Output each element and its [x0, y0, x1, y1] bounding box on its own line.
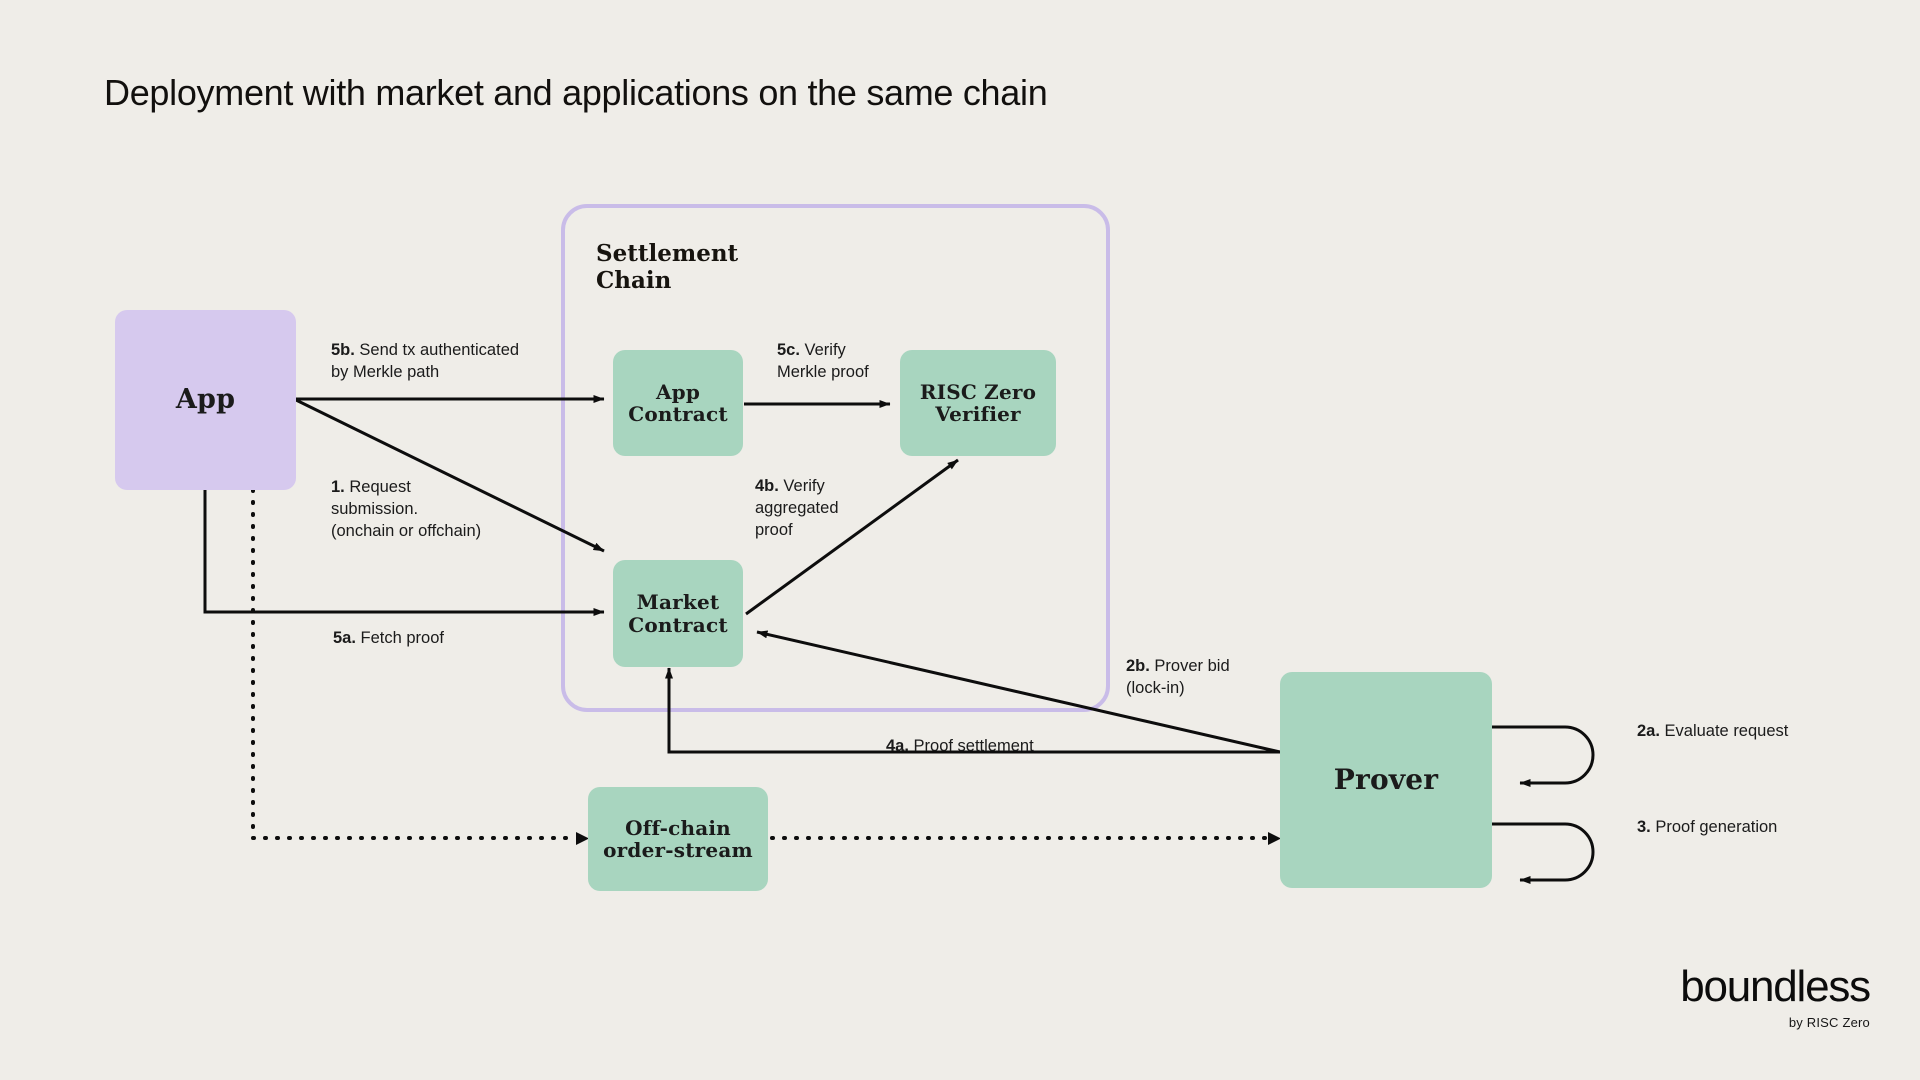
node-risc-zero-verifier[interactable]: RISC Zero Verifier [900, 350, 1056, 456]
node-prover[interactable]: Prover [1280, 672, 1492, 888]
edge-label-5c-step: 5c. [777, 341, 800, 359]
brand-tagline: by RISC Zero [1788, 1015, 1870, 1030]
settlement-chain-label: Settlement Chain [596, 240, 739, 295]
edge-label-4a-text: Proof settlement [908, 737, 1034, 755]
edge-label-3-text: Proof generation [1650, 818, 1778, 836]
edge-label-4b-step: 4b. [755, 477, 779, 495]
edge-label-2a-text: Evaluate request [1659, 722, 1789, 740]
edge-label-3: 3. Proof generation [1637, 817, 1857, 839]
edge-label-5b-text: Send tx authenticated by Merkle path [331, 341, 520, 381]
node-market-contract[interactable]: Market Contract [613, 560, 743, 667]
arrowhead-prover-dotted-in [1268, 832, 1281, 845]
node-off-chain-order-stream[interactable]: Off-chain order-stream [588, 787, 768, 891]
edge-label-2b-text: Prover bid (lock-in) [1126, 657, 1230, 697]
brand-name: boundless [1680, 962, 1871, 1011]
node-off-chain-order-stream-label: Off-chain order-stream [603, 815, 753, 862]
edge-prover-proof-settlement-to-market-contract [665, 667, 1280, 754]
edge-label-3-step: 3. [1637, 818, 1651, 836]
edge-label-2a: 2a. Evaluate request [1637, 721, 1857, 743]
edge-label-2a-step: 2a. [1637, 722, 1660, 740]
edge-label-1-step: 1. [331, 478, 345, 496]
edge-label-5b-step: 5b. [331, 341, 355, 359]
brand-logo: boundless by RISC Zero [1680, 962, 1871, 1031]
edge-prover-bid-to-market-contract [756, 630, 1281, 754]
node-app-contract-label: App Contract [628, 379, 728, 426]
edge-label-5c: 5c. Verify Merkle proof [777, 340, 917, 384]
edge-label-4b-text: Verify aggregated proof [755, 477, 839, 539]
settlement-chain-group [561, 204, 1110, 712]
edge-label-4b: 4b. Verify aggregated proof [755, 476, 875, 542]
node-app[interactable]: App [115, 310, 296, 490]
edge-prover-proof-generation-loop [1492, 822, 1595, 884]
edge-label-5a-text: Fetch proof [355, 629, 444, 647]
edge-app-to-order-stream-dotted [251, 488, 577, 840]
edge-label-4a-step: 4a. [886, 737, 909, 755]
edge-prover-evaluate-request-loop [1492, 725, 1595, 787]
edge-label-5a: 5a. Fetch proof [333, 628, 533, 650]
node-app-contract[interactable]: App Contract [613, 350, 743, 456]
edge-label-1-text: Request submission. (onchain or offchain… [331, 478, 482, 540]
node-app-label: App [175, 383, 236, 415]
arrowhead-order-stream-in [576, 832, 589, 845]
edge-label-2b: 2b. Prover bid (lock-in) [1126, 656, 1296, 700]
edge-label-2b-step: 2b. [1126, 657, 1150, 675]
node-risc-zero-verifier-label: RISC Zero Verifier [919, 379, 1037, 426]
edge-market-contract-to-verifier [745, 458, 959, 616]
edge-label-1: 1. Request submission. (onchain or offch… [331, 477, 521, 543]
edge-label-5c-text: Verify Merkle proof [777, 341, 869, 381]
edge-app-to-market-contract [295, 398, 605, 553]
edge-label-4a: 4a. Proof settlement [886, 736, 1106, 758]
edge-app-fetch-proof-to-market-contract [203, 490, 605, 616]
edge-label-5a-step: 5a. [333, 629, 356, 647]
edge-label-5b: 5b. Send tx authenticated by Merkle path [331, 340, 561, 384]
page-title: Deployment with market and applications … [104, 72, 1048, 113]
node-market-contract-label: Market Contract [628, 590, 728, 637]
node-prover-label: Prover [1333, 763, 1439, 797]
